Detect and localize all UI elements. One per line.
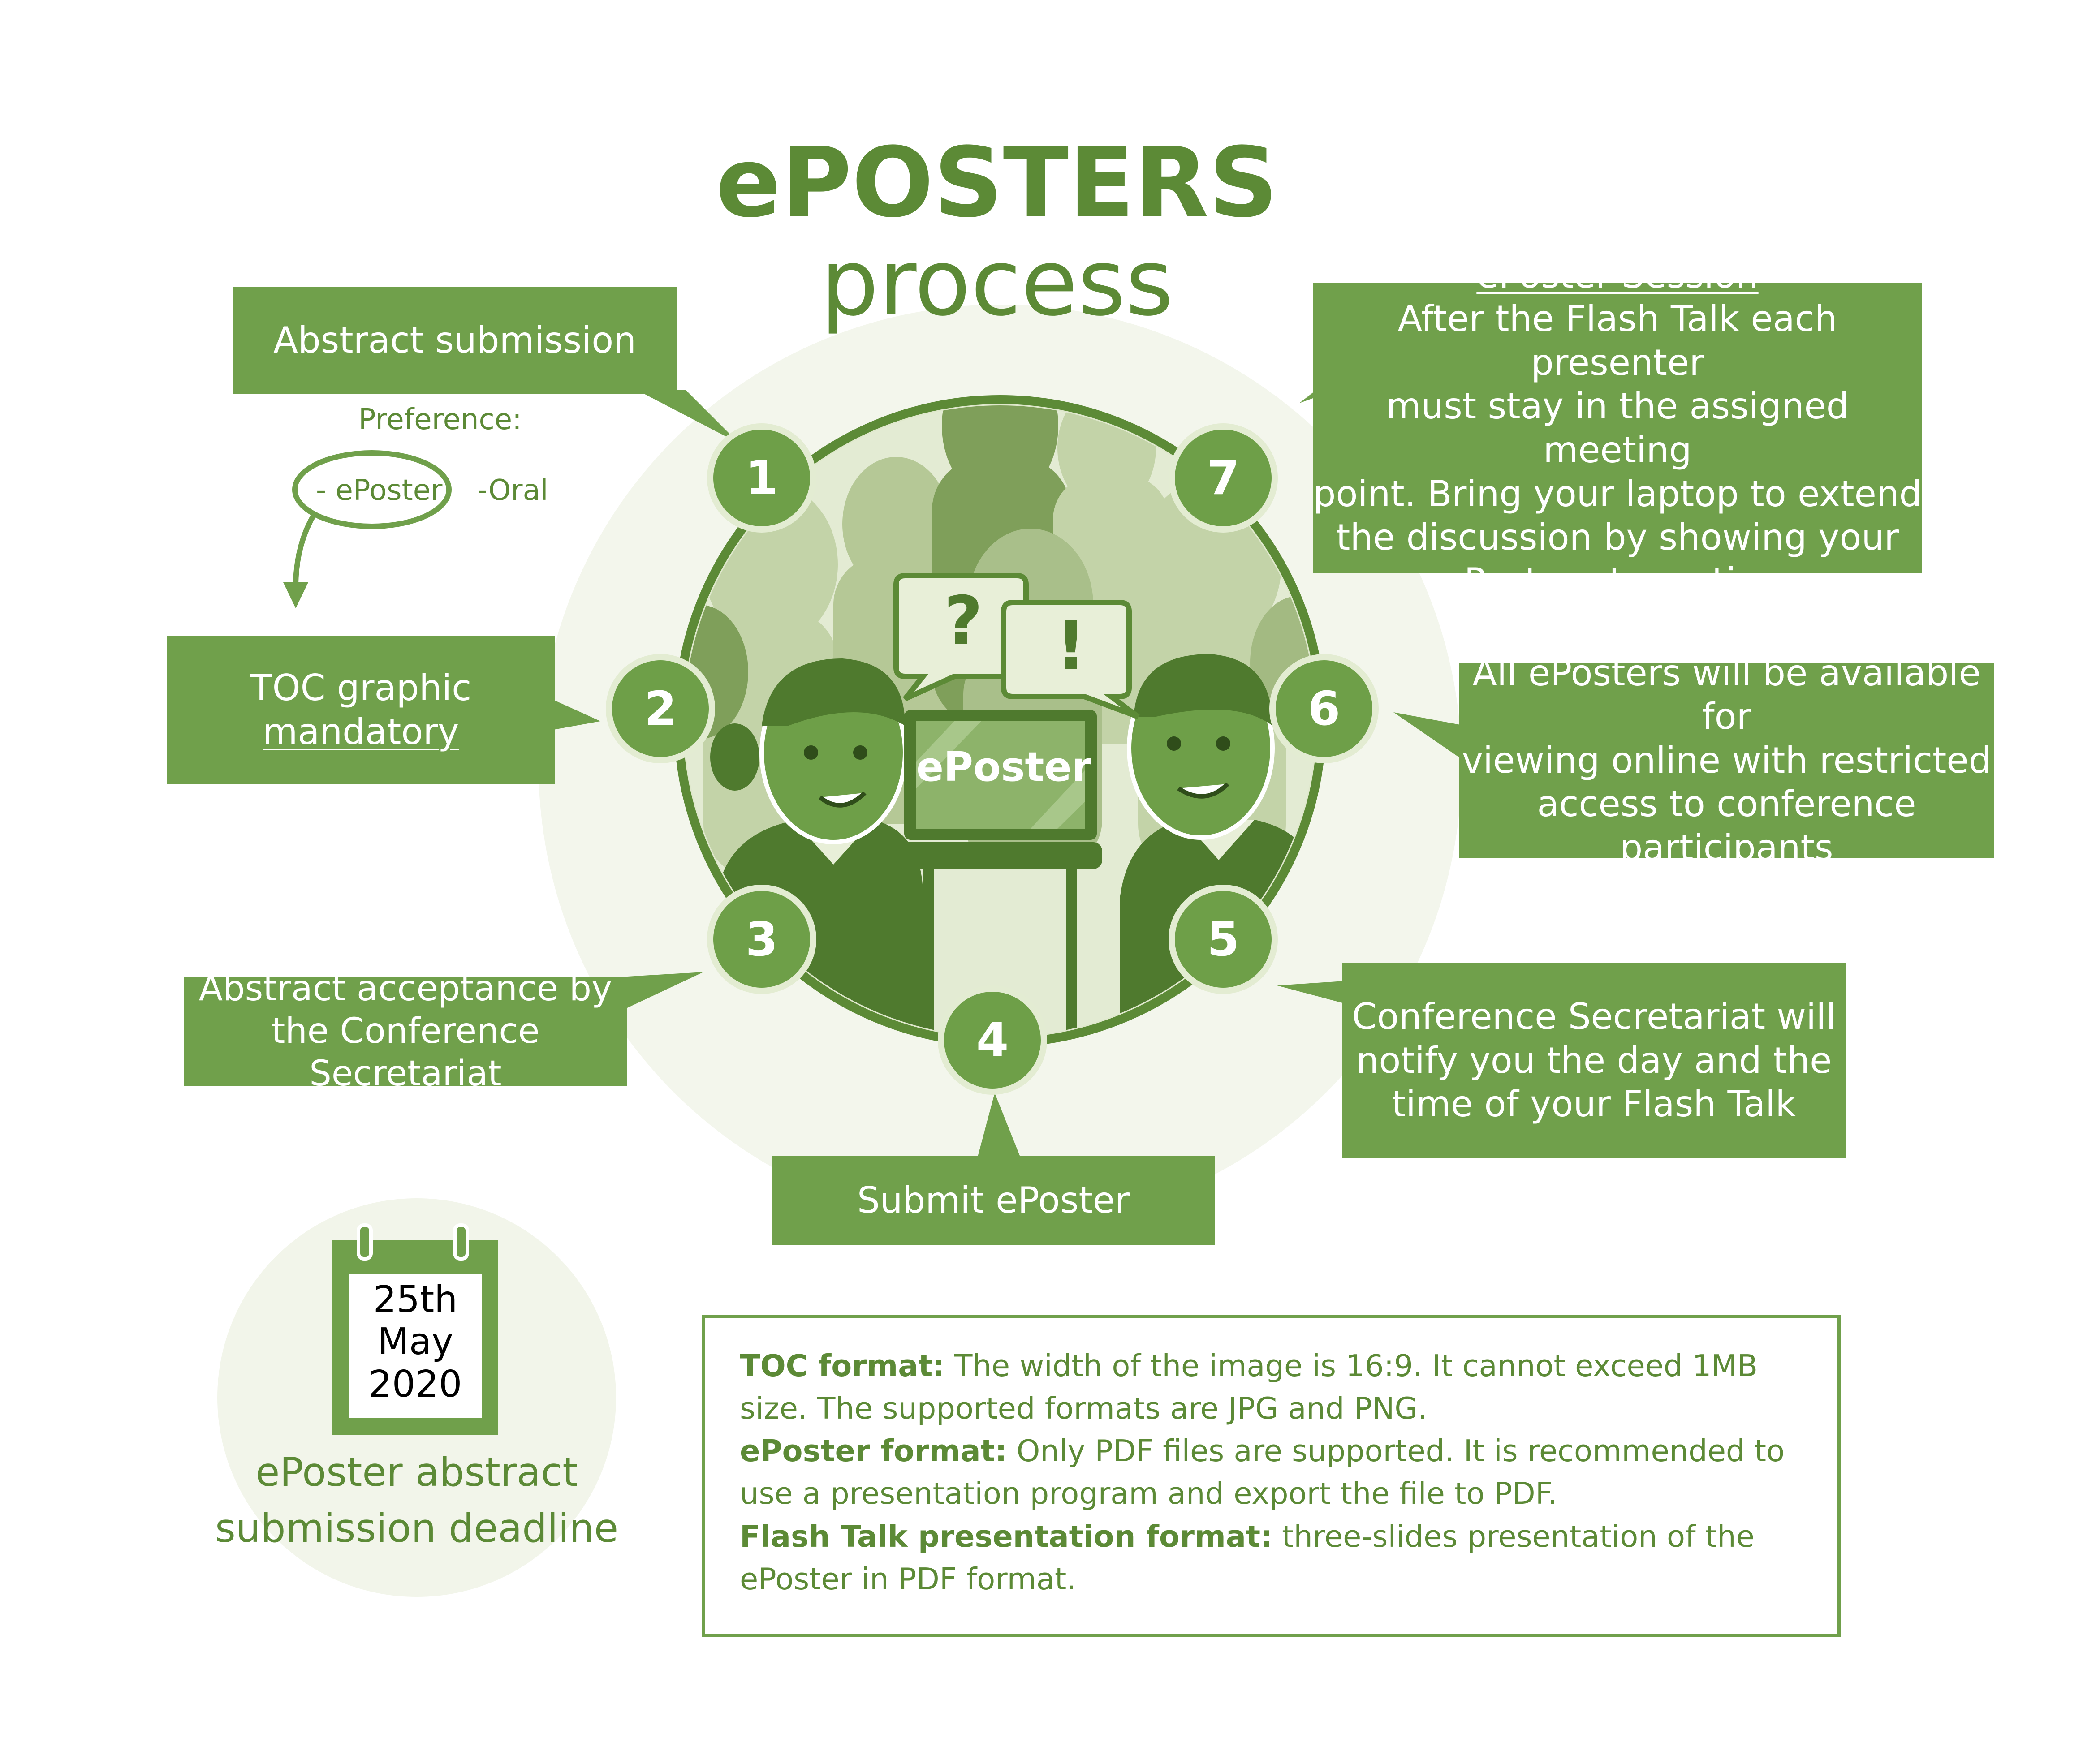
eposter-format-label: ePoster format: bbox=[740, 1433, 1007, 1469]
step-2-number: 2 bbox=[606, 654, 715, 763]
step-2-box: TOC graphic mandatory bbox=[167, 636, 555, 784]
step-1-number: 1 bbox=[707, 423, 816, 533]
step-2-line1: TOC graphic bbox=[250, 667, 472, 709]
preference-option-oral: -Oral bbox=[477, 474, 548, 507]
step-2-line2: mandatory bbox=[263, 711, 459, 753]
eposter-stand bbox=[896, 710, 1102, 1037]
step-7-number: 7 bbox=[1169, 423, 1278, 533]
step-6-box: All ePosters will be available for viewi… bbox=[1459, 652, 1994, 869]
toc-format-label: TOC format: bbox=[740, 1348, 945, 1383]
preference-option-eposter: - ePoster bbox=[316, 474, 443, 507]
page-title: ePOSTERS process bbox=[672, 134, 1322, 329]
deadline-caption: ePoster abstract submission deadline bbox=[211, 1445, 623, 1557]
deadline-date: 25th May 2020 bbox=[349, 1278, 482, 1406]
step-1-text: Abstract submission bbox=[273, 319, 636, 361]
step-5-line3: time of your Flash Talk bbox=[1392, 1083, 1796, 1125]
step-7-line5: ePoster at any time bbox=[1442, 560, 1793, 602]
step-7-line4: the discussion by showing your bbox=[1336, 516, 1899, 559]
step-3-line2: the Conference Secretariat bbox=[271, 1011, 540, 1094]
step-7-line1: After the Flash Talk each presenter bbox=[1397, 298, 1837, 383]
format-requirements: TOC format: The width of the image is 16… bbox=[702, 1315, 1841, 1637]
step-5-number: 5 bbox=[1169, 885, 1278, 994]
deadline-caption-line2: submission deadline bbox=[215, 1505, 618, 1551]
title-line2: process bbox=[820, 230, 1173, 336]
title-line1: ePOSTERS bbox=[716, 126, 1278, 239]
step-1-box: Abstract submission bbox=[233, 287, 677, 394]
deadline-day: 25th bbox=[373, 1278, 458, 1321]
step-4-text: Submit ePoster bbox=[857, 1179, 1130, 1222]
step-6-line3: access to conference participants bbox=[1537, 783, 1916, 869]
step-3-box: Abstract acceptance by the Conference Se… bbox=[184, 968, 627, 1094]
exclamation-mark: ! bbox=[1055, 607, 1087, 685]
flash-format-text: three-slides presentation of the ePoster… bbox=[740, 1519, 1755, 1596]
step-5-line2: notify you the day and the bbox=[1356, 1039, 1832, 1081]
preference-highlight bbox=[292, 450, 452, 529]
deadline-year: 2020 bbox=[368, 1363, 462, 1406]
step-6-line2: viewing online with restricted bbox=[1462, 739, 1992, 781]
preference-label: Preference: bbox=[358, 403, 522, 436]
step-3-line1: Abstract acceptance by bbox=[198, 968, 612, 1009]
preference-arrow bbox=[293, 514, 316, 587]
flash-format-label: Flash Talk presentation format: bbox=[740, 1519, 1272, 1554]
question-mark: ? bbox=[944, 582, 983, 660]
step-5-line1: Conference Secretariat will bbox=[1352, 996, 1836, 1038]
step-7-heading: ePoster Session bbox=[1476, 254, 1759, 296]
deadline-month: May bbox=[377, 1321, 453, 1364]
deadline-caption-line1: ePoster abstract bbox=[255, 1449, 578, 1495]
step-7-line3: point. Bring your laptop to extend bbox=[1313, 473, 1922, 515]
step-6-line1: All ePosters will be available for bbox=[1472, 652, 1981, 738]
step-3-number: 3 bbox=[707, 885, 816, 994]
callout-pointers bbox=[551, 379, 1465, 1160]
step-7-box: ePoster Session After the Flash Talk eac… bbox=[1313, 254, 1922, 602]
eposter-format-text: Only PDF files are supported. It is reco… bbox=[740, 1433, 1785, 1511]
step-7-line2: must stay in the assigned meeting bbox=[1386, 385, 1849, 471]
speech-bubbles bbox=[893, 573, 1140, 719]
step-4-number: 4 bbox=[938, 985, 1047, 1095]
step-6-number: 6 bbox=[1269, 654, 1379, 763]
calendar-icon bbox=[332, 1223, 498, 1435]
screen-label: ePoster bbox=[916, 744, 1091, 791]
step-4-box: Submit ePoster bbox=[772, 1156, 1215, 1245]
toc-format-text: The width of the image is 16:9. It canno… bbox=[740, 1348, 1758, 1426]
step-5-box: Conference Secretariat will notify you t… bbox=[1342, 963, 1846, 1158]
